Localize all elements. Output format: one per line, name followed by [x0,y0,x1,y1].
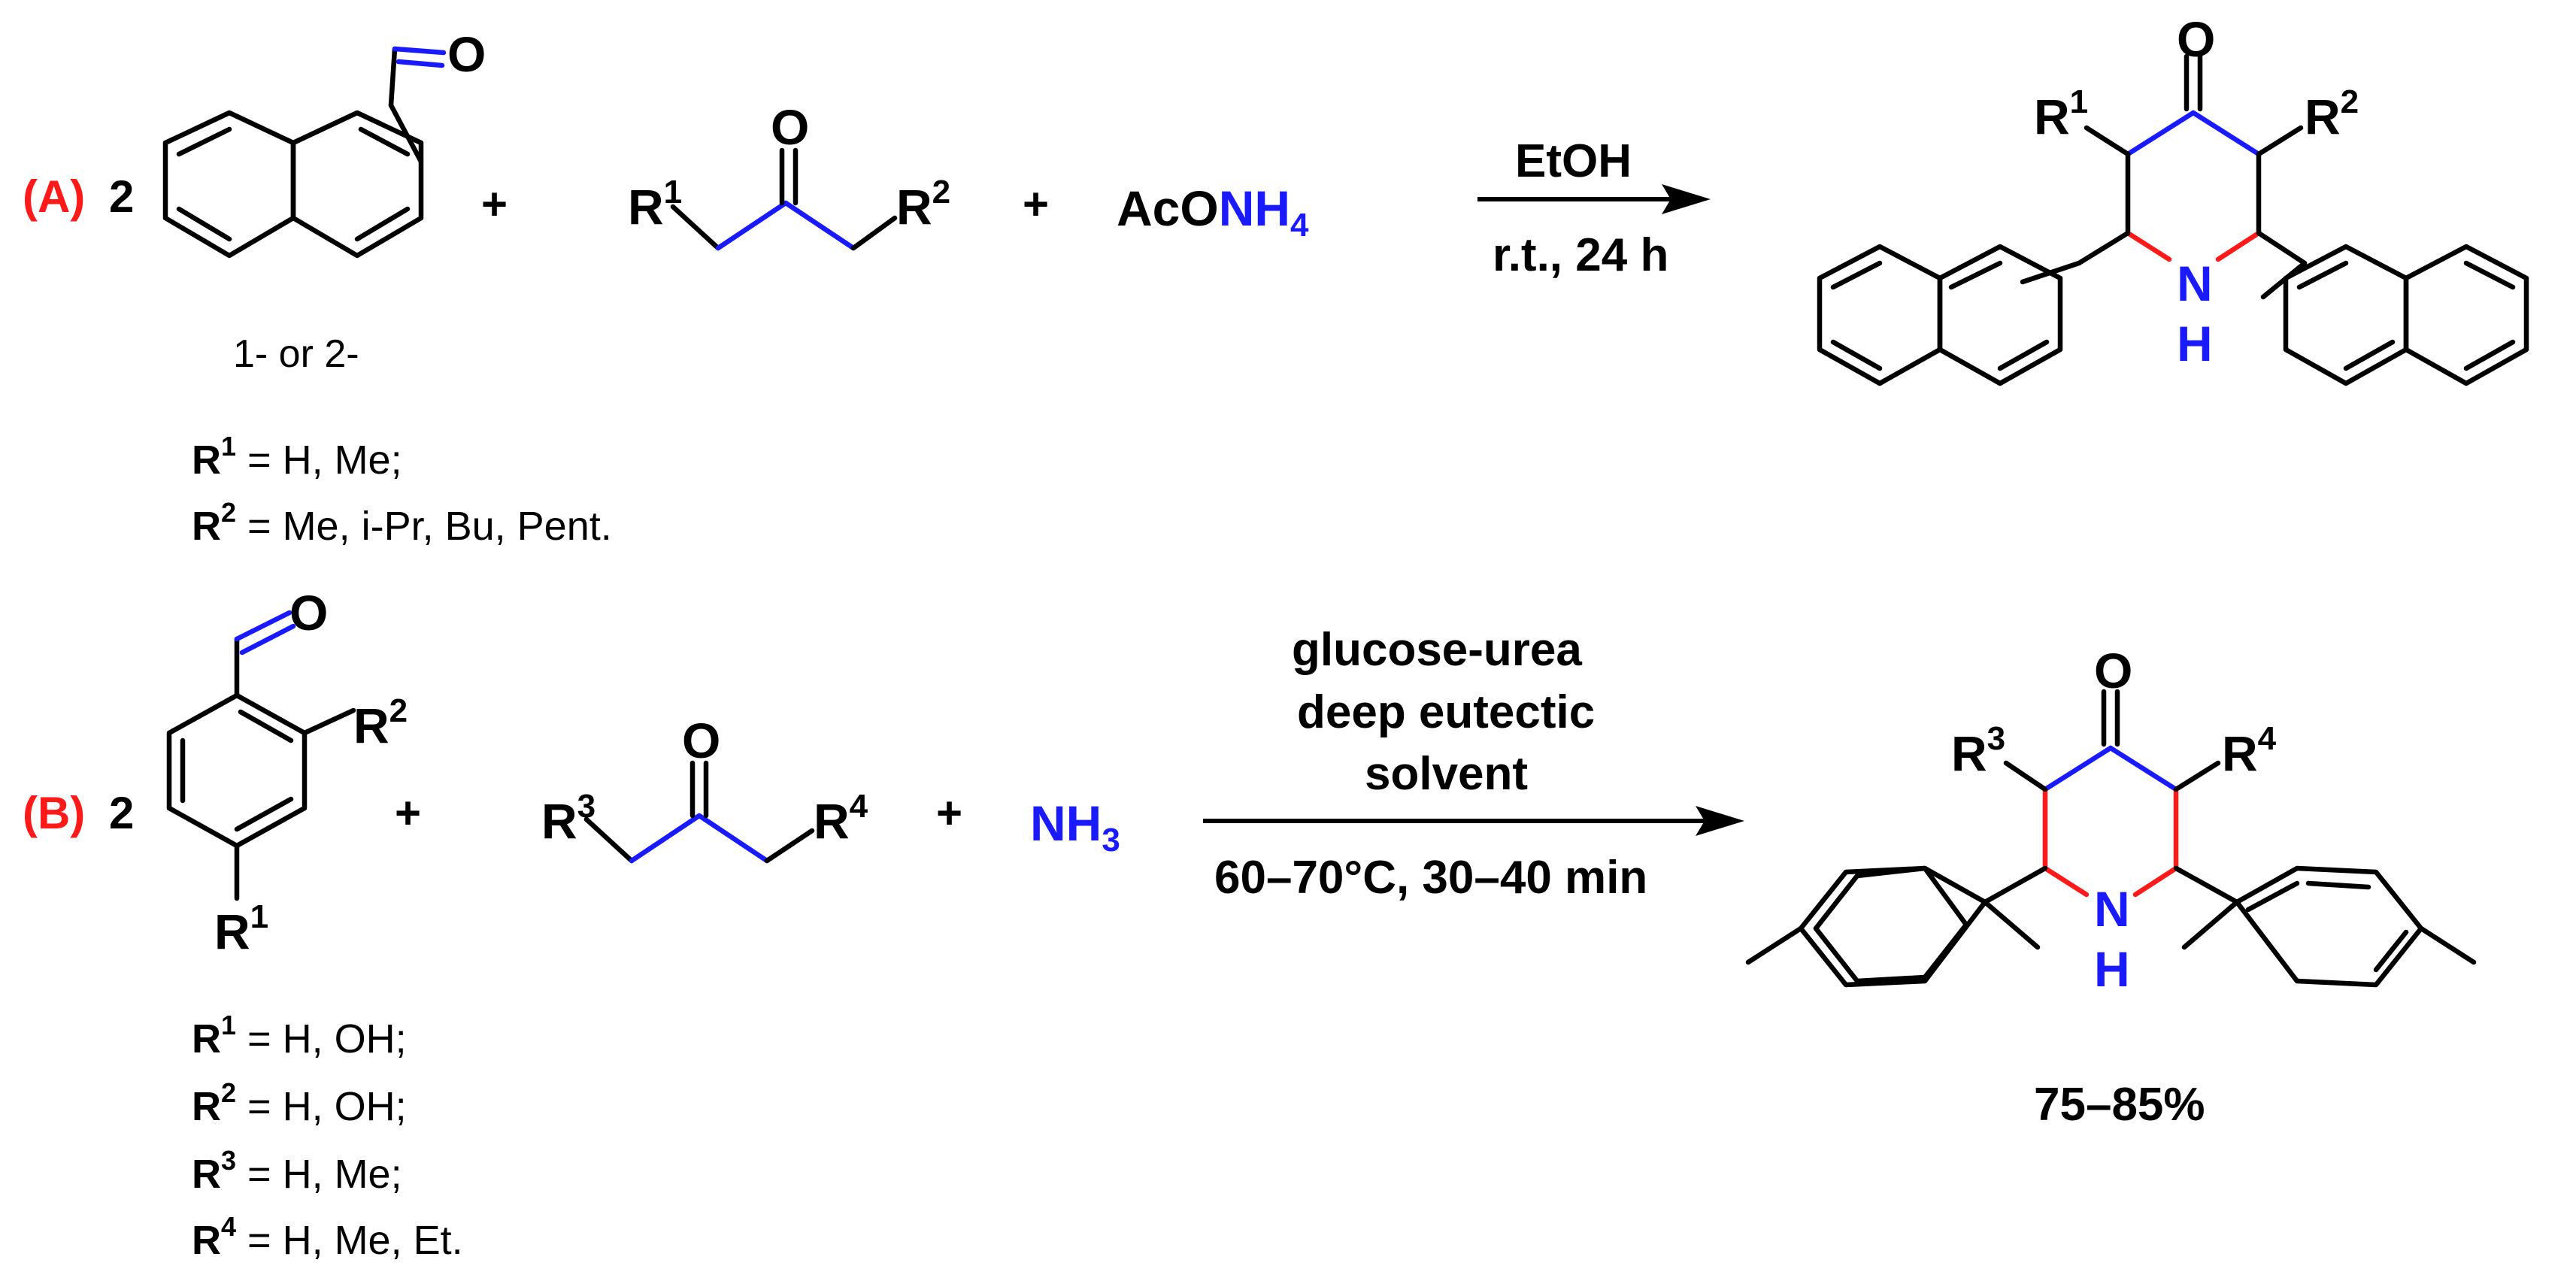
scheme-b-coefficient: 2 [109,788,134,838]
scheme-a-coefficient: 2 [109,171,134,222]
ammonium-acetate: AcONH4 [1117,180,1309,244]
ketone-a-structure: O R1 R2 [628,99,950,251]
arrow-a: EtOH r.t., 24 h [1477,135,1711,281]
product-b-r3: R3 [1951,720,2005,781]
product-a-r2: R2 [2305,83,2359,144]
condition-a-solvent: EtOH [1515,135,1632,187]
product-b-nitrogen: N [2094,881,2130,937]
plus-4: + [936,788,962,838]
condition-b-line2: deep eutectic [1297,686,1595,738]
product-b-hydrogen: H [2094,941,2130,997]
product-a-oxygen: O [2177,11,2215,67]
def-b-r3: R3 = H, Me; [192,1145,402,1197]
scheme-b-label: (B) [23,788,85,838]
plus-2: + [1023,179,1049,229]
ammonia: NH3 [1030,795,1120,859]
benzaldehyde-r1: R1 [214,898,268,959]
product-a-hydrogen: H [2177,316,2213,371]
arrow-b: glucose-urea deep eutectic solvent 60–70… [1203,624,1744,904]
def-b-r4: R4 = H, Me, Et. [192,1211,463,1263]
ketone-a-r1: R1 [628,174,682,235]
condition-b-line3: solvent [1365,748,1528,800]
position-note: 1- or 2- [233,332,359,376]
scheme-a: (A) 2 O 1- or 2- + O R1 [23,11,2529,549]
product-b-yield: 75–85% [2034,1079,2205,1131]
ketone-a-oxygen: O [771,99,809,155]
ketone-b-r3: R3 [541,788,596,849]
ketone-b-structure: O R3 R4 [541,713,868,864]
ketone-a-r2: R2 [896,174,950,235]
naphthaldehyde-structure: O [162,26,486,259]
ketone-b-r4: R4 [814,788,868,849]
scheme-a-definitions: R1 = H, Me; R2 = Me, i-Pr, Bu, Pent. [192,431,612,549]
def-a-r1: R1 = H, Me; [192,431,402,483]
plus-1: + [481,179,508,229]
benzaldehyde-oxygen: O [289,585,328,640]
condition-a-time: r.t., 24 h [1493,229,1668,281]
condition-b-temperature: 60–70°C, 30–40 min [1214,852,1647,904]
naphthaldehyde-oxygen: O [447,26,486,82]
product-b-structure: O N H R3 R4 75–85% [1745,643,2477,1131]
product-b-r4: R4 [2222,720,2277,781]
scheme-b: (B) 2 O R2 R1 + O R3 R4 [23,585,2477,1263]
condition-b-line1: glucose-urea [1292,624,1582,676]
plus-3: + [395,788,421,838]
def-b-r2: R2 = H, OH; [192,1077,407,1129]
benzaldehyde-structure: O R2 R1 [166,585,408,959]
scheme-a-label: (A) [23,171,85,222]
def-b-r1: R1 = H, OH; [192,1010,407,1061]
ketone-b-oxygen: O [682,713,720,768]
product-b-oxygen: O [2094,643,2132,698]
product-a-r1: R1 [2034,83,2088,144]
scheme-b-definitions: R1 = H, OH; R2 = H, OH; R3 = H, Me; R4 =… [192,1010,463,1263]
product-a-nitrogen: N [2177,256,2213,311]
product-a-structure: O N H R1 R2 [1817,11,2529,386]
benzaldehyde-r2: R2 [353,692,408,753]
def-a-r2: R2 = Me, i-Pr, Bu, Pent. [192,497,612,549]
